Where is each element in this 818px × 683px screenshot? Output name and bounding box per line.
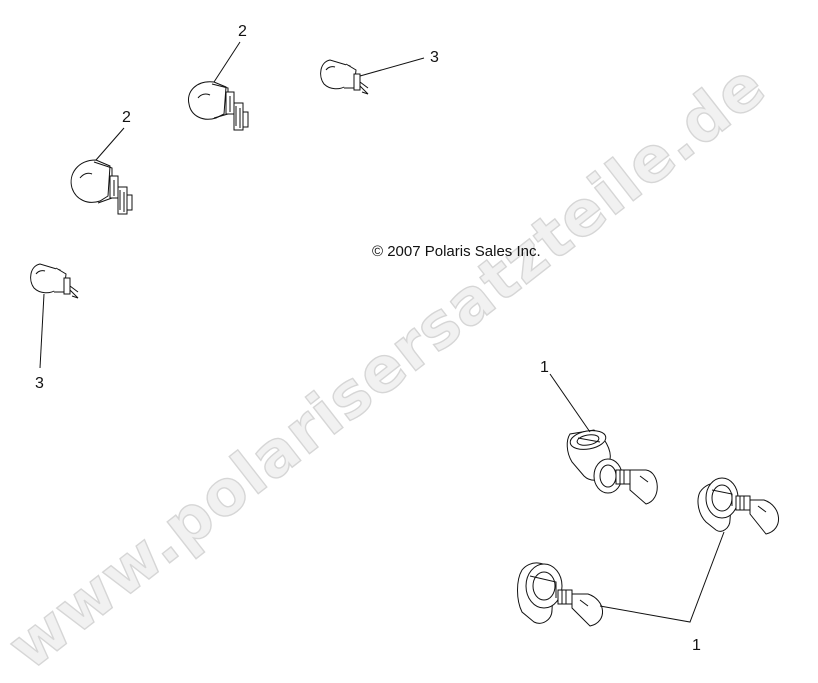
bulb-3-lower — [31, 264, 78, 298]
copyright-text: © 2007 Polaris Sales Inc. — [372, 243, 541, 260]
headlamp-bulb-1-right — [698, 478, 779, 534]
headlamp-bulb-1-top — [567, 428, 657, 504]
leader-2-lower — [95, 127, 125, 161]
leader-3-lower — [39, 293, 45, 369]
callout-3-upper: 3 — [430, 49, 439, 66]
headlamp-bulb-1-bottom — [518, 563, 603, 626]
callout-2-upper: 2 — [238, 23, 247, 40]
callouts: 2 2 3 3 1 1 — [35, 23, 701, 654]
leader-1-bottom — [599, 531, 725, 623]
watermark-text: www.polarisersatzteile.de — [0, 48, 779, 683]
callout-1-top: 1 — [540, 359, 549, 376]
bulb-2-upper — [188, 82, 248, 130]
bulb-2-lower — [71, 160, 132, 214]
leader-lines — [39, 41, 725, 623]
leader-1-top — [549, 373, 591, 433]
callout-3-lower: 3 — [35, 375, 44, 392]
bulb-3-upper — [321, 60, 368, 94]
callout-2-lower: 2 — [122, 109, 131, 126]
leader-2-upper — [213, 41, 241, 83]
leader-3-upper — [359, 57, 425, 77]
callout-1-bottom: 1 — [692, 637, 701, 654]
